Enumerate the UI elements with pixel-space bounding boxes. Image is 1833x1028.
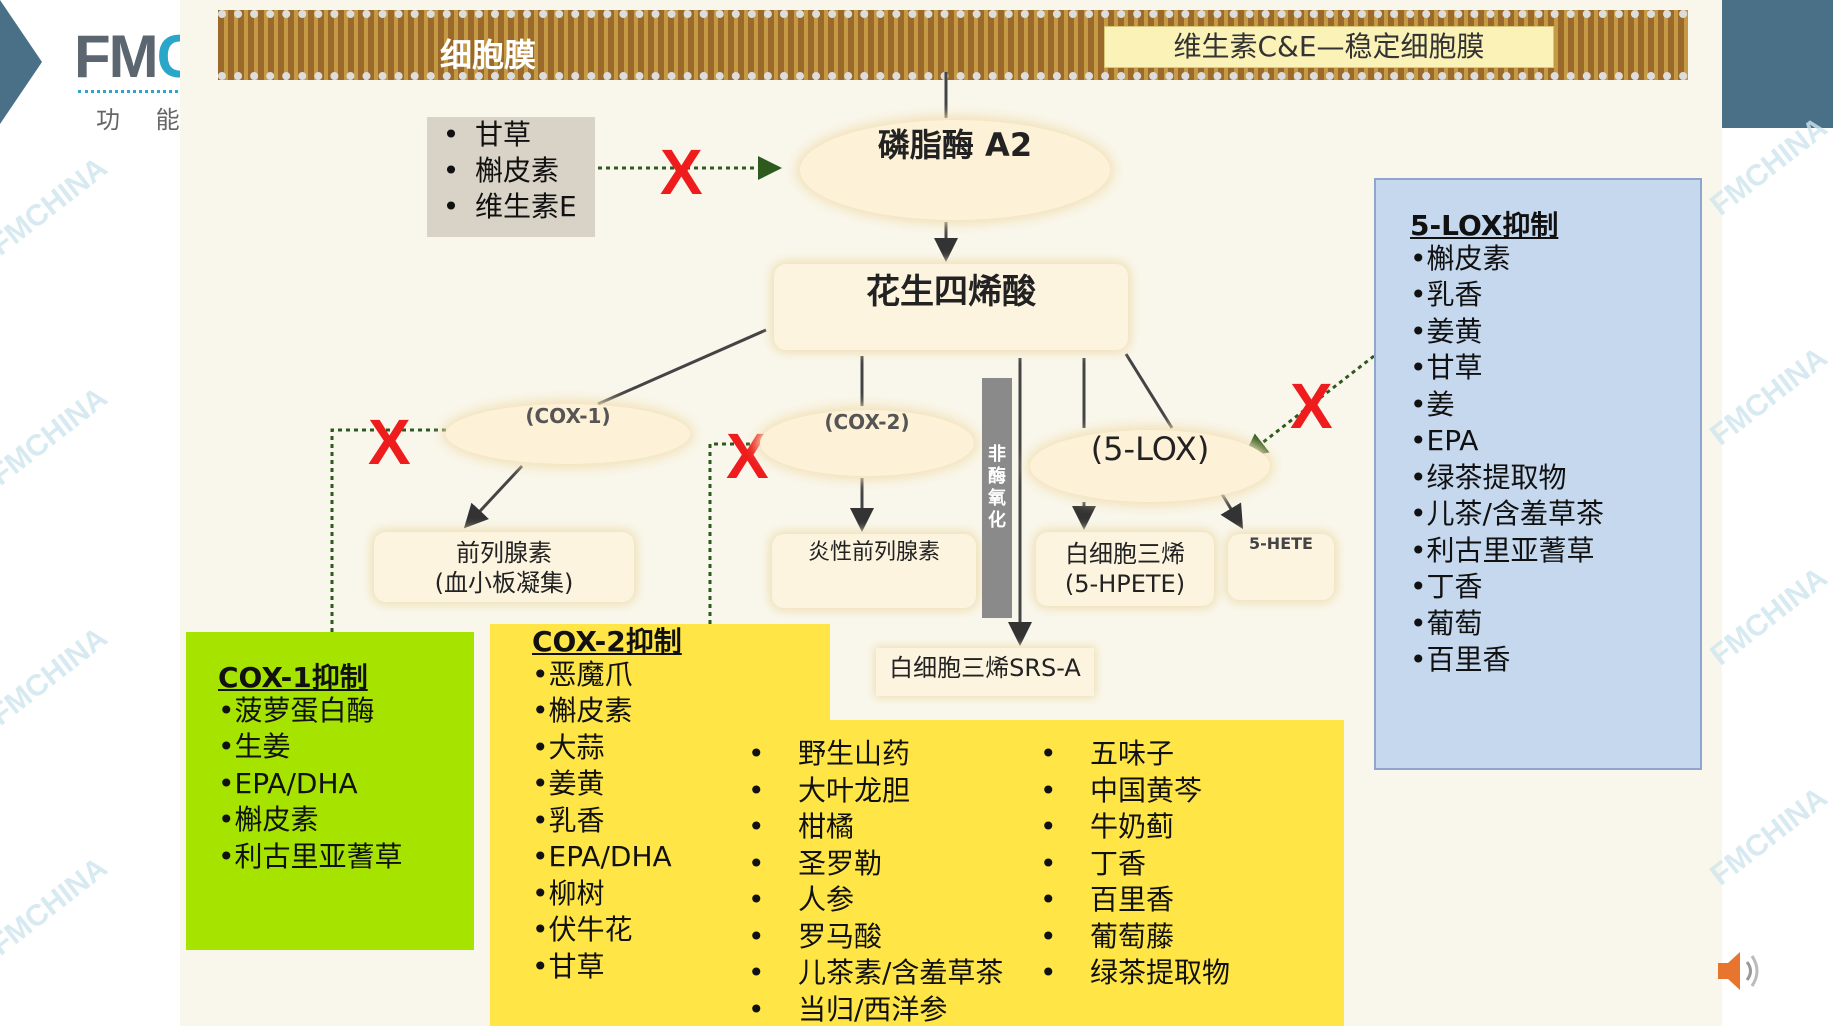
inflammatory-prostaglandin-node: 炎性前列腺素	[772, 534, 976, 608]
leukotriene-node: 白细胞三烯 (5-HPETE)	[1036, 532, 1214, 606]
list-item: •中国黄芩	[1040, 773, 1203, 807]
list-item: •姜黄	[1410, 314, 1483, 348]
list-item: •生姜	[218, 730, 291, 763]
list-item: •圣罗勒	[748, 846, 883, 880]
list-item: •乳香	[532, 803, 605, 837]
list-item: •儿茶素/含羞草茶	[748, 956, 1004, 989]
prostaglandin-line2: (血小板凝集)	[434, 569, 574, 597]
speaker-icon[interactable]	[1714, 946, 1766, 996]
list-item: •利古里亚蓍草	[218, 839, 403, 873]
non-enzymatic-label: 非酶氧化	[988, 444, 1006, 531]
list-item: •绿茶提取物	[1040, 956, 1231, 989]
5-lox-inhibition-list: 5-LOX抑制 •槲皮素 •乳香 •姜黄 •甘草 •姜 •EPA •绿茶提取物 …	[1410, 204, 1604, 679]
left-chevron-decoration	[0, 0, 42, 124]
list-item: •柑橘	[748, 810, 855, 843]
cox2-inhibition-col3: •五味子 •中国黄芩 •牛奶蓟 •丁香 •百里香 •葡萄藤 •绿茶提取物	[1040, 732, 1231, 989]
list-item: •槲皮素	[218, 803, 319, 836]
list-item: •百里香	[1410, 643, 1511, 676]
leukotriene-line2: (5-HPETE)	[1064, 570, 1186, 598]
logo-dots	[78, 90, 178, 93]
5-hete-node: 5-HETE	[1228, 534, 1334, 600]
pla2-inhibitor-box: •甘草 •槲皮素 •维生素E	[427, 117, 595, 237]
list-item: •儿茶/含羞草茶	[1410, 497, 1604, 530]
list-item: •罗马酸	[748, 919, 883, 953]
list-item: •甘草	[442, 118, 532, 151]
arachidonic-acid-node: 花生四烯酸	[774, 264, 1128, 350]
list-item: •当归/西洋参	[748, 992, 948, 1026]
list-item: •百里香	[1040, 883, 1175, 916]
block-x-icon: X	[726, 420, 769, 492]
list-item: •姜黄	[532, 767, 605, 800]
block-x-icon: X	[660, 136, 703, 208]
list-item: •乳香	[1410, 278, 1483, 311]
cox1-inhibition-box	[186, 632, 474, 950]
5-lox-inhibition-box	[1374, 178, 1702, 770]
cox2-inhibition-col2: •野生山药 •大叶龙胆 •柑橘 •圣罗勒 •人参 •罗马酸 •儿茶素/含羞草茶 …	[748, 732, 1004, 1026]
list-item: •葡萄	[1410, 606, 1483, 640]
phospholipase-a2-node: 磷脂酶 A2	[800, 120, 1110, 220]
vitamin-ce-label: 维生素C&E—稳定细胞膜	[1104, 26, 1554, 68]
list-item: •丁香	[1410, 570, 1483, 603]
leukotriene-line1: 白细胞三烯	[1065, 540, 1185, 568]
logo-subtitle: 功 能	[96, 106, 194, 134]
block-x-icon: X	[368, 406, 411, 478]
list-item: •大叶龙胆	[748, 773, 911, 807]
list-item: •甘草	[1410, 351, 1483, 384]
srs-a-node: 白细胞三烯SRS-A	[876, 648, 1094, 696]
list-item: •利古里亚蓍草	[1410, 533, 1595, 567]
cox2-inhibition-box-extended	[490, 720, 1344, 1026]
cox1-inhibition-list: COX-1抑制 •菠萝蛋白酶 •生姜 •EPA/DHA •槲皮素 •利古里亚蓍草	[218, 656, 403, 875]
list-item: •EPA	[1410, 424, 1479, 457]
list-item: •姜	[1410, 387, 1455, 421]
list-item: •牛奶蓟	[1040, 810, 1175, 843]
list-item: •甘草	[532, 949, 605, 983]
list-item: •野生山药	[748, 737, 911, 770]
list-item: •EPA/DHA	[532, 840, 672, 873]
list-item: •柳树	[532, 876, 605, 910]
cox2-inhibition-list: COX-2抑制 •恶魔爪 •槲皮素 •大蒜 •姜黄 •乳香 •EPA/DHA •…	[532, 620, 682, 985]
membrane-label: 细胞膜	[440, 36, 537, 74]
list-item: •槲皮素	[1410, 241, 1511, 275]
cox1-inhibition-title: COX-1抑制	[218, 661, 368, 694]
prostaglandin-node: 前列腺素 (血小板凝集)	[374, 532, 634, 602]
prostaglandin-line1: 前列腺素	[456, 539, 552, 567]
5-lox-inhibition-title: 5-LOX抑制	[1410, 209, 1559, 242]
list-item: •大蒜	[532, 730, 605, 764]
list-item: •菠萝蛋白酶	[218, 693, 375, 727]
list-item: •丁香	[1040, 846, 1147, 880]
list-item: •槲皮素	[532, 694, 633, 727]
cox1-node: (COX-1)	[446, 404, 690, 464]
list-item: •绿茶提取物	[1410, 460, 1567, 494]
list-item: •维生素E	[442, 190, 577, 223]
block-x-icon: X	[1290, 370, 1333, 442]
non-enzymatic-bar	[982, 378, 1012, 618]
list-item: •槲皮素	[442, 154, 560, 187]
cox2-node: (COX-2)	[760, 410, 974, 476]
list-item: •葡萄藤	[1040, 919, 1175, 953]
top-right-bar	[1722, 0, 1833, 128]
5-lox-node: (5-LOX)	[1030, 430, 1270, 502]
list-item: •人参	[748, 883, 855, 916]
list-item: •EPA/DHA	[218, 766, 358, 800]
list-item: •伏牛花	[532, 913, 633, 946]
list-item: •恶魔爪	[532, 657, 633, 691]
cox2-inhibition-title: COX-2抑制	[532, 625, 682, 658]
list-item: •五味子	[1040, 737, 1175, 770]
